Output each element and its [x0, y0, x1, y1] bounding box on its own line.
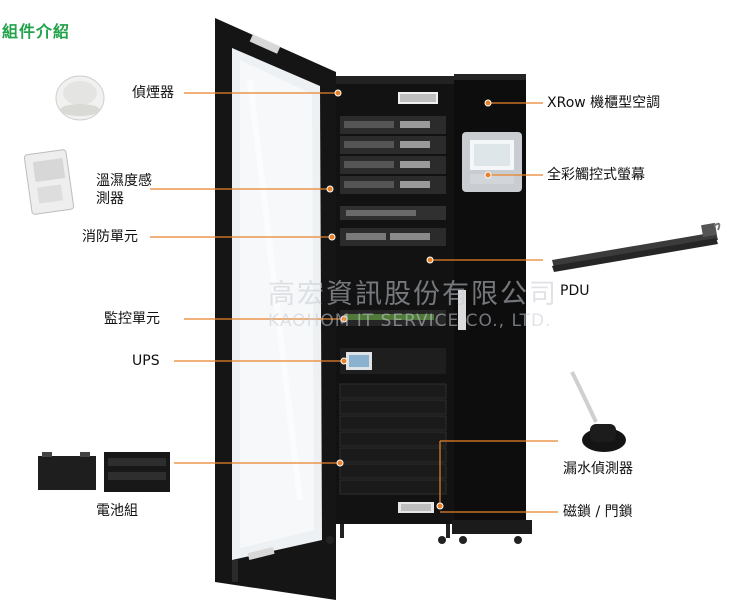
label-leak-detector: 漏水偵測器 — [563, 461, 633, 477]
leader-lines — [150, 92, 558, 513]
cabinet-door — [215, 18, 336, 600]
server-rack — [336, 76, 454, 538]
smoke-detector-image — [55, 75, 105, 121]
label-temp-humidity-sensor: 溫濕度感測器 — [96, 173, 152, 207]
section-title: 組件介紹 — [2, 22, 71, 41]
label-battery-pack: 電池組 — [96, 503, 138, 519]
battery-pack-image — [38, 452, 170, 492]
label-fire-unit: 消防單元 — [82, 229, 138, 245]
temp-humidity-sensor-image — [23, 149, 75, 215]
leak-detector-image — [570, 371, 626, 452]
pdu-image — [552, 222, 721, 272]
watermark-company-name-en: KAOHOM IT SERVICE CO., LTD. — [268, 311, 552, 331]
label-touch-screen: 全彩觸控式螢幕 — [547, 167, 645, 183]
label-magnetic-lock: 磁鎖 / 門鎖 — [563, 504, 633, 520]
leader-dots — [326, 89, 492, 510]
label-ups: UPS — [132, 353, 160, 369]
label-pdu: PDU — [560, 283, 590, 299]
xrow-ac-cabinet — [326, 74, 532, 544]
watermark-company-name: 高宏資訊股份有限公司 — [268, 279, 558, 310]
label-monitor-unit: 監控單元 — [104, 311, 160, 327]
label-xrow-ac: XRow 機櫃型空調 — [547, 95, 661, 111]
label-smoke-detector: 偵煙器 — [132, 85, 174, 101]
